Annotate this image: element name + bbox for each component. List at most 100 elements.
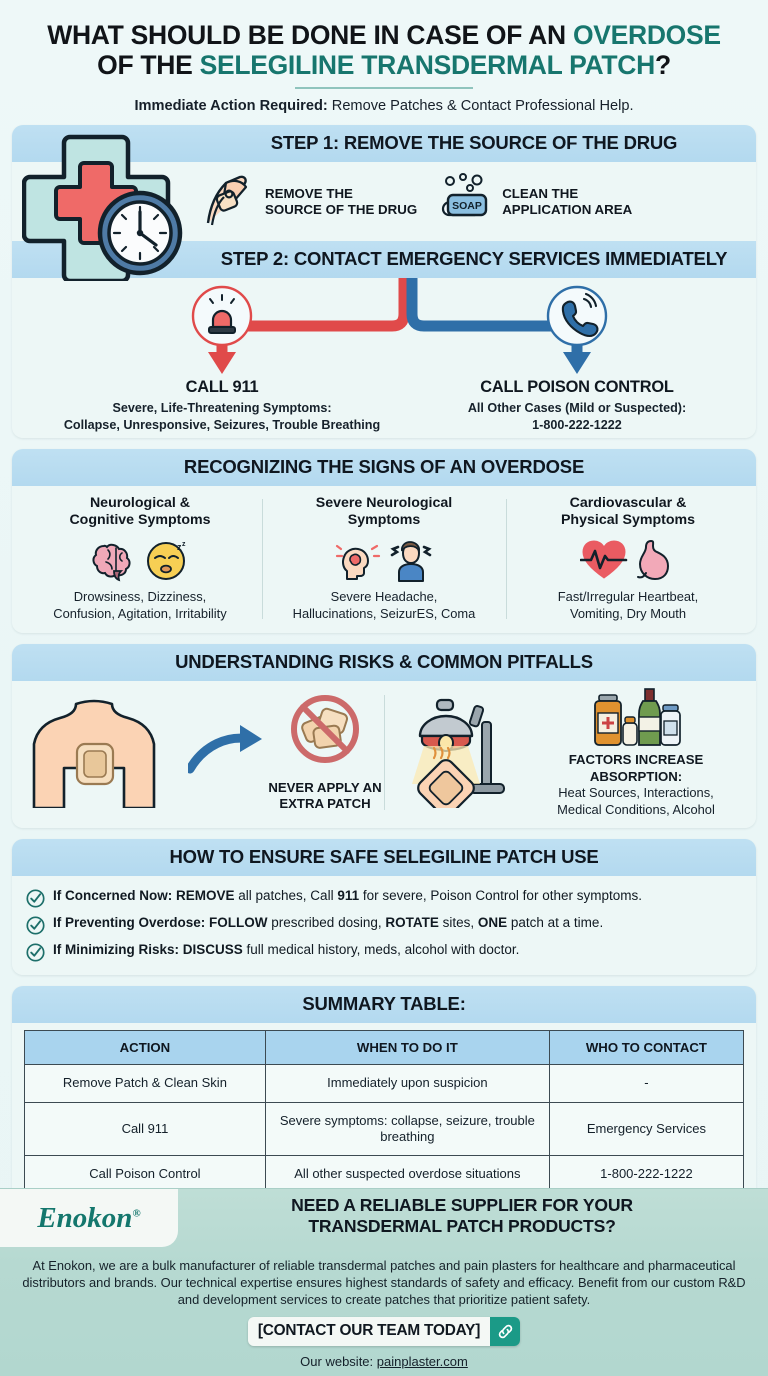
signs-bar: RECOGNIZING THE SIGNS OF AN OVERDOSE [12,449,756,487]
footer-top: Enokon® NEED A RELIABLE SUPPLIER FOR YOU… [0,1189,768,1251]
table-cell: Remove Patch & Clean Skin [24,1064,266,1103]
safe-use-list: If Concerned Now: REMOVE all patches, Ca… [12,876,756,976]
steps-card: STEP 1: REMOVE THE SOURCE OF THE DRUG RE… [12,125,756,439]
footer-headline-line2: TRANSDERMAL PATCH PRODUCTS? [308,1216,616,1237]
title-line2-plain: OF THE [97,50,200,81]
emergency-flow-diagram: CALL 911 Severe, Life-Threatening Sympto… [12,278,756,439]
subtitle-bold: Immediate Action Required: [134,98,328,115]
call-911-sub-line2: Collapse, Unresponsive, Seizures, Troubl… [63,417,381,432]
curved-arrow-icon [188,725,263,774]
step1-clean-line1: CLEAN THE [502,185,579,201]
step1-remove-line1: REMOVE THE [265,185,353,201]
signs-col2-heading: Cardiovascular & Physical Symptoms [560,495,696,529]
poison-control-block: CALL POISON CONTROL All Other Cases (Mil… [397,378,756,433]
table-header-when: WHEN TO DO IT [264,1030,550,1066]
check-circle-icon [26,916,45,935]
check-circle-icon [26,943,45,962]
step1-remove-label: REMOVE THE SOURCE OF THE DRUG [265,186,417,218]
brain-icon [92,544,130,582]
signs-card: RECOGNIZING THE SIGNS OF AN OVERDOSE Neu… [12,449,756,633]
list-item: If Minimizing Risks: DISCUSS full medica… [26,938,742,965]
footer-cta-row[interactable]: [CONTACT OUR TEAM TODAY] [0,1317,768,1347]
stomach-icon [636,540,669,581]
signs-col2-icons [513,533,743,587]
table-row: Call 911 Severe symptoms: collapse, seiz… [24,1101,745,1157]
title-question-mark: ? [654,50,671,81]
signs-col0-text: Drowsiness, Dizziness, Confusion, Agitat… [53,589,227,621]
page-subtitle: Immediate Action Required: Remove Patche… [18,98,750,114]
table-header-action: ACTION [24,1030,266,1066]
poison-control-sub: All Other Cases (Mild or Suspected): 1-8… [397,400,756,433]
brand-logo-plate: Enokon® [0,1189,178,1247]
table-cell: 1-800-222-1222 [548,1155,745,1194]
summary-card: SUMMARY TABLE: ACTION WHEN TO DO IT WHO … [12,986,756,1205]
step2-bar: STEP 2: CONTACT EMERGENCY SERVICES IMMED… [12,241,756,279]
safe-use-item-1: If Preventing Overdose: FOLLOW prescribe… [53,914,604,930]
step1-clean-label: CLEAN THE APPLICATION AREA [502,186,632,218]
no-extra-patches-icon [290,694,359,763]
sleepy-face-icon: z z [146,541,186,581]
safe-use-card: HOW TO ENSURE SAFE SELEGILINE PATCH USE … [12,839,756,976]
call-911-sub-line1: Severe, Life-Threatening Symptoms: [112,401,332,416]
footer-website-link[interactable]: painplaster.com [376,1354,468,1370]
summary-table-wrap: ACTION WHEN TO DO IT WHO TO CONTACT Remo… [12,1023,756,1205]
safe-use-item-2: If Minimizing Risks: DISCUSS full medica… [53,941,520,957]
contact-team-label[interactable]: [CONTACT OUR TEAM TODAY] [247,1317,491,1347]
risks-factors-line1: Heat Sources, Interactions, [558,784,714,800]
step1-item-clean: SOAP CLEAN THE APPLICATION AREA [437,173,632,230]
safe-use-item-0: If Concerned Now: REMOVE all patches, Ca… [53,887,642,903]
emergency-siren-icon [191,286,253,347]
step1-clean-line2: APPLICATION AREA [502,201,633,217]
enokon-logo: Enokon® [37,1202,140,1235]
table-cell: Emergency Services [548,1101,745,1157]
enokon-logo-text: Enokon [37,1201,133,1234]
title-line1-highlight: OVERDOSE [572,20,721,50]
signs-column-neurological: Neurological & Cognitive Symptoms [18,495,262,622]
step1-item-remove: REMOVE THE SOURCE OF THE DRUG [204,171,417,232]
contact-team-button[interactable]: [CONTACT OUR TEAM TODAY] [247,1317,521,1347]
risks-factors-text: FACTORS INCREASE ABSORPTION: Heat Source… [522,751,750,819]
table-cell: Severe symptoms: collapse, seizure, trou… [264,1101,550,1157]
heart-pulse-icon [579,540,627,580]
subtitle-rest: Remove Patches & Contact Professional He… [327,98,634,115]
page-title: WHAT SHOULD BE DONE IN CASE OF AN OVERDO… [18,20,750,80]
risks-bar: UNDERSTANDING RISKS & COMMON PITFALLS [12,643,756,681]
signs-col0-icons: z z [25,533,255,587]
call-911-heading: CALL 911 [185,378,259,397]
risks-content: NEVER APPLY AN EXTRA PATCH [12,680,756,829]
signs-col1-text: Severe Headache, Hallucinations, SeizurE… [292,589,476,621]
torso-with-patch-icon [33,700,156,809]
signs-col1-heading: Severe Neurological Symptoms [315,495,453,529]
link-chain-icon[interactable] [490,1317,521,1347]
title-divider [295,87,473,90]
table-row: Call Poison Control All other suspected … [24,1155,745,1194]
risks-left-group: NEVER APPLY AN EXTRA PATCH [18,693,384,812]
footer-paragraph: At Enokon, we are a bulk manufacturer of… [22,1258,746,1308]
risks-factors-block: FACTORS INCREASE ABSORPTION: Heat Source… [522,687,750,819]
signs-column-severe-neuro: Severe Neurological Symptoms [262,495,506,622]
list-item: If Preventing Overdose: FOLLOW prescribe… [26,911,742,938]
soap-bar-icon: SOAP [437,173,493,230]
never-apply-caption: NEVER APPLY AN EXTRA PATCH [268,779,382,811]
footer-website-prefix: Our website: [300,1354,377,1370]
poison-control-heading: CALL POISON CONTROL [480,378,674,397]
table-cell: Immediately upon suspicion [264,1064,550,1103]
footer-banner: Enokon® NEED A RELIABLE SUPPLIER FOR YOU… [0,1188,768,1376]
signs-col2-text: Fast/Irregular Heartbeat, Vomiting, Dry … [557,589,699,621]
title-line2-highlight: SELEGILINE TRANSDERMAL PATCH [199,50,656,81]
svg-text:z: z [182,541,186,548]
person-dizzy-icon [389,541,432,583]
summary-table: ACTION WHEN TO DO IT WHO TO CONTACT Remo… [24,1030,745,1194]
risks-right-group: FACTORS INCREASE ABSORPTION: Heat Source… [384,687,750,819]
medicine-alcohol-bottles-icon [594,687,681,746]
call-911-sub: Severe, Life-Threatening Symptoms: Colla… [42,400,402,433]
poison-control-sub-line1: All Other Cases (Mild or Suspected): [467,401,687,416]
signs-col0-heading: Neurological & Cognitive Symptoms [69,495,211,529]
poison-control-phone: 1-800-222-1222 [532,417,622,432]
table-cell: Call 911 [24,1101,266,1157]
footer-headline: NEED A RELIABLE SUPPLIER FOR YOUR TRANSD… [178,1189,768,1237]
page-header: WHAT SHOULD BE DONE IN CASE OF AN OVERDO… [0,0,768,114]
table-cell: Call Poison Control [24,1155,266,1194]
hand-peeling-patch-icon [204,171,256,232]
step1-bar: STEP 1: REMOVE THE SOURCE OF THE DRUG [12,125,756,163]
